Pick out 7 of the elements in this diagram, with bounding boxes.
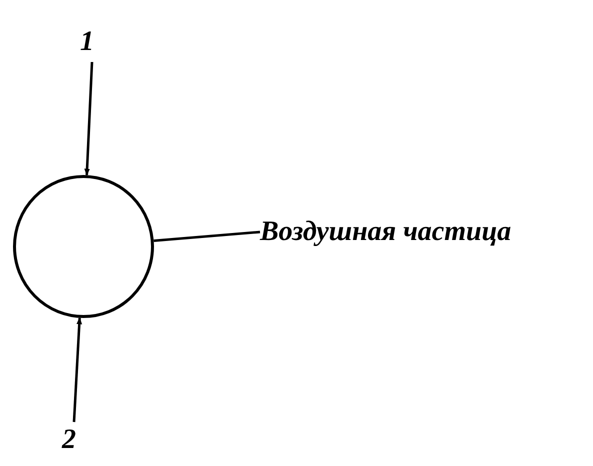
text-label: 2: [62, 426, 76, 454]
arrow: [72, 317, 82, 422]
circle: [13, 175, 154, 318]
text-label: Воздушная частица: [260, 218, 512, 246]
leader-line: [154, 230, 260, 242]
arrow: [84, 62, 94, 176]
text-label: 1: [80, 28, 94, 56]
